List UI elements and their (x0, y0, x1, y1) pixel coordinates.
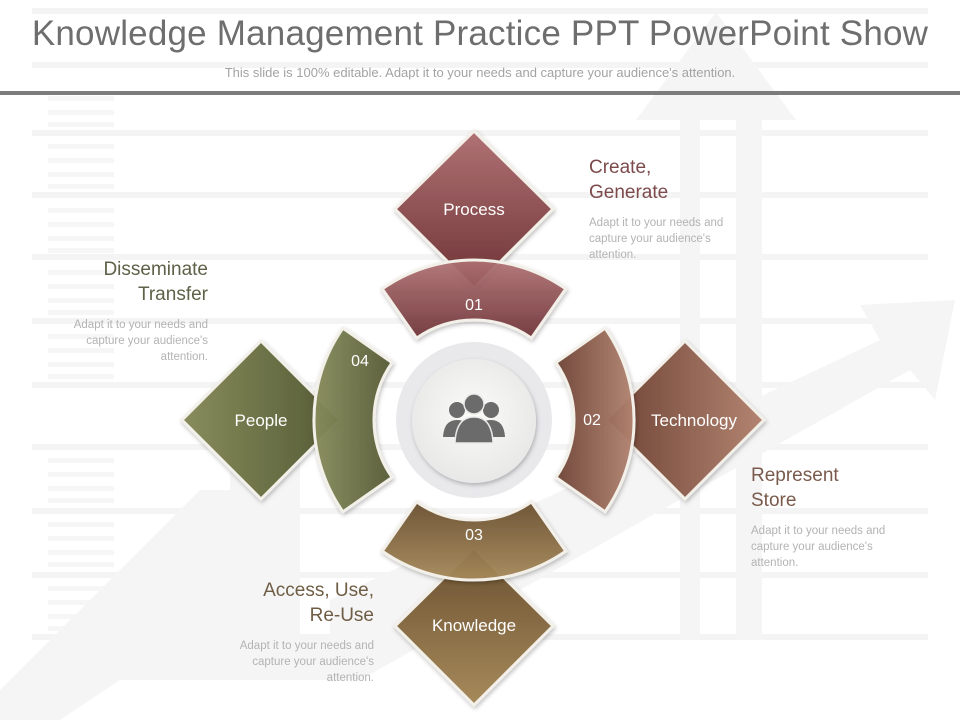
text-block-access-use-reuse: Access, Use, Re-Use Adapt it to your nee… (204, 578, 374, 686)
block-body-line3: attention. (751, 557, 799, 569)
knowledge-label: Knowledge (432, 616, 516, 635)
block-body-line1: Adapt it to your needs and (239, 640, 374, 652)
block-body-line3: attention. (326, 672, 374, 684)
block-body-line1: Adapt it to your needs and (751, 525, 886, 537)
block-heading-line2: Transfer (137, 284, 208, 305)
people-label: People (235, 411, 288, 430)
arc-segment-04[interactable] (312, 326, 395, 514)
slide-subtitle: This slide is 100% editable. Adapt it to… (224, 65, 736, 80)
segment-number-02: 02 (583, 412, 601, 429)
segment-number-04: 04 (351, 353, 369, 370)
block-heading-line2: Store (751, 490, 797, 511)
arc-segment-03[interactable] (380, 499, 568, 582)
people-group-icon (443, 393, 505, 444)
block-heading-line1: Create, (589, 157, 652, 178)
block-body-line2: capture your audience's (589, 233, 711, 245)
arc-segment-01[interactable] (380, 258, 568, 341)
block-body-line1: Adapt it to your needs and (73, 319, 208, 331)
people-diamond[interactable] (179, 338, 343, 502)
block-heading-line2: Generate (589, 182, 669, 203)
block-heading-line2: Re-Use (309, 605, 374, 626)
segment-number-01: 01 (465, 297, 483, 314)
segment-number-03: 03 (465, 527, 483, 544)
process-label: Process (443, 200, 504, 219)
text-block-represent-store: Represent Store Adapt it to your needs a… (751, 463, 921, 571)
block-heading-line1: Represent (751, 465, 839, 486)
slide-title: Knowledge Management Practice PPT PowerP… (31, 14, 929, 53)
block-body-line2: capture your audience's (252, 656, 374, 668)
block-body-line3: attention. (589, 249, 637, 261)
segment-knowledge[interactable] (392, 545, 556, 708)
block-heading-line1: Disseminate (103, 259, 208, 280)
block-heading-line1: Access, Use, (263, 580, 374, 601)
block-body-line3: attention. (160, 351, 208, 363)
block-body-line2: capture your audience's (751, 541, 873, 553)
block-body-line2: capture your audience's (86, 335, 208, 347)
arc-segment-02[interactable] (553, 326, 636, 514)
text-block-disseminate-transfer: Disseminate Transfer Adapt it to your ne… (38, 257, 208, 365)
text-block-create-generate: Create, Generate Adapt it to your needs … (589, 155, 759, 263)
title-divider (0, 91, 960, 95)
segment-people[interactable] (179, 338, 343, 502)
knowledge-diamond[interactable] (392, 545, 556, 708)
block-body-line1: Adapt it to your needs and (589, 217, 724, 229)
technology-label: Technology (651, 411, 738, 430)
